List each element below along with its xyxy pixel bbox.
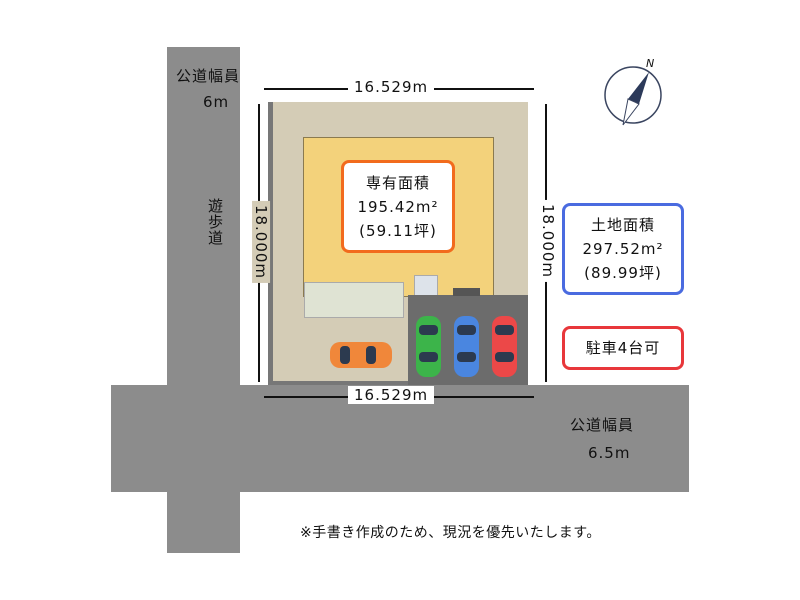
left-dimension: 18.000m: [252, 200, 271, 284]
note: ※手書き作成のため、現況を優先いたします。: [300, 525, 601, 541]
south-road-width: 6.5m: [588, 444, 631, 462]
private-area-tsubo: (59.11坪): [359, 221, 437, 240]
car-green: [416, 316, 441, 377]
land-area-box: 土地面積 297.52m² (89.99坪): [562, 203, 684, 295]
porch: [304, 282, 404, 318]
top-dimension: 16.529m: [348, 78, 435, 96]
land-area-title: 土地面積: [590, 216, 655, 234]
parking-label: 駐車4台可: [585, 339, 661, 357]
right-dimension: 18.000m: [539, 199, 558, 283]
south-road-label: 公道幅員: [570, 416, 635, 434]
bottom-dimension: 16.529m: [348, 386, 435, 404]
parking-step: [453, 288, 480, 296]
private-area-sqm: 195.42m²: [357, 197, 439, 216]
private-area-box: 専有面積 195.42m² (59.11坪): [341, 160, 455, 253]
north-label: N: [646, 57, 656, 70]
car-red: [492, 316, 517, 377]
west-road-width: 6m: [203, 93, 230, 111]
entrance: [414, 275, 438, 297]
promenade-label: 遊歩道: [206, 198, 224, 246]
parking-box: 駐車4台可: [562, 326, 684, 370]
compass-icon: [602, 62, 666, 126]
car-orange: [330, 342, 392, 368]
land-area-tsubo: (89.99坪): [584, 264, 662, 282]
private-area-title: 専有面積: [365, 173, 430, 192]
car-blue: [454, 316, 479, 377]
west-road-label: 公道幅員: [176, 67, 241, 85]
land-area-sqm: 297.52m²: [582, 240, 664, 258]
